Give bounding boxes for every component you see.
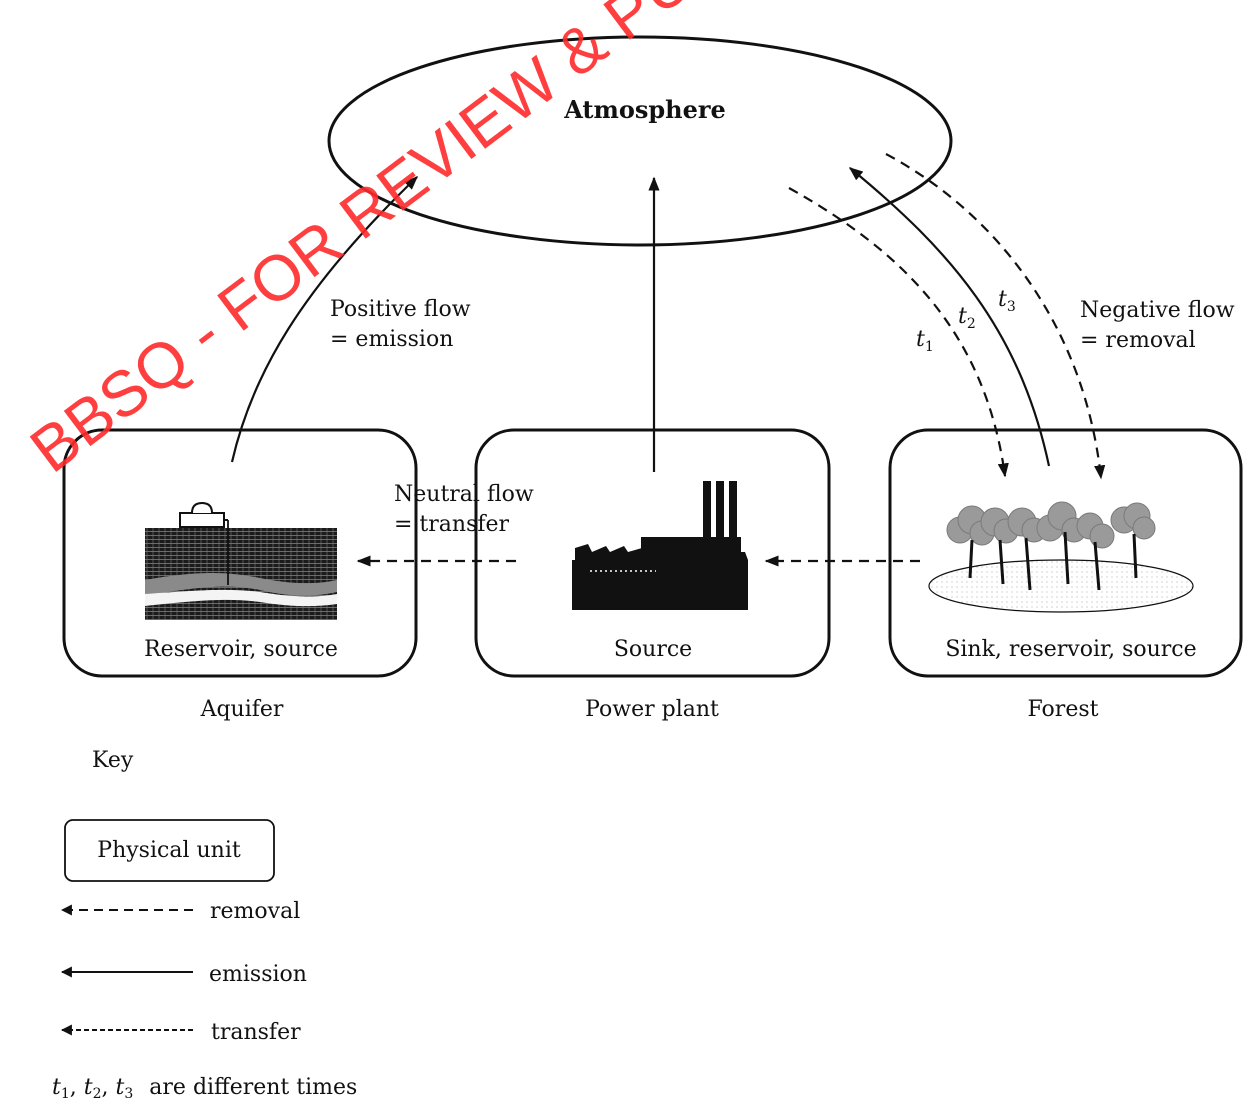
negative-flow-label-1: Negative flow bbox=[1080, 298, 1235, 323]
time-label-t3: t3 bbox=[998, 287, 1016, 315]
negative-flow-label-2: = removal bbox=[1080, 328, 1196, 353]
forest-box bbox=[888, 428, 1243, 678]
key-transfer-label: transfer bbox=[211, 1020, 301, 1045]
aquifer-unit: Reservoir, source Aquifer bbox=[62, 428, 418, 722]
removal-arrow-forest-t1 bbox=[788, 187, 1009, 478]
positive-flow-label-2: = emission bbox=[330, 327, 453, 352]
aquifer-caption: Aquifer bbox=[200, 697, 284, 722]
atmosphere: Atmosphere bbox=[327, 35, 953, 247]
time-label-t1: t1 bbox=[916, 327, 934, 355]
neutral-flow-label-2: = transfer bbox=[394, 512, 510, 537]
aquifer-icon bbox=[145, 501, 337, 620]
positive-flow-label-1: Positive flow bbox=[330, 297, 471, 322]
key-legend: Key Physical unit removal emission trans… bbox=[52, 748, 357, 1099]
atmosphere-label: Atmosphere bbox=[563, 95, 726, 124]
time-label-t2: t2 bbox=[958, 304, 976, 332]
forest-caption: Forest bbox=[1028, 697, 1099, 722]
power-plant-caption: Power plant bbox=[585, 697, 719, 722]
power-plant-inner-label: Source bbox=[614, 637, 692, 662]
neutral-flow-label-1: Neutral flow bbox=[394, 482, 534, 507]
key-removal-label: removal bbox=[210, 899, 300, 924]
emission-arrow-aquifer bbox=[230, 176, 419, 463]
key-emission-label: emission bbox=[209, 962, 307, 987]
forest-inner-label: Sink, reservoir, source bbox=[945, 637, 1196, 662]
key-physical-unit-box bbox=[64, 819, 275, 882]
emission-arrow-forest-t2 bbox=[848, 167, 1051, 467]
power-plant-box bbox=[474, 428, 831, 678]
power-plant-unit: Source Power plant bbox=[474, 428, 831, 722]
aquifer-inner-label: Reservoir, source bbox=[144, 637, 338, 662]
key-physical-unit-label: Physical unit bbox=[97, 838, 241, 863]
forest-icon bbox=[928, 501, 1194, 613]
atmosphere-ellipse bbox=[327, 35, 953, 247]
removal-arrow-forest-t3 bbox=[885, 153, 1106, 480]
key-title: Key bbox=[92, 748, 134, 773]
forest-unit: Sink, reservoir, source Forest bbox=[888, 428, 1243, 722]
factory-icon bbox=[572, 481, 748, 610]
